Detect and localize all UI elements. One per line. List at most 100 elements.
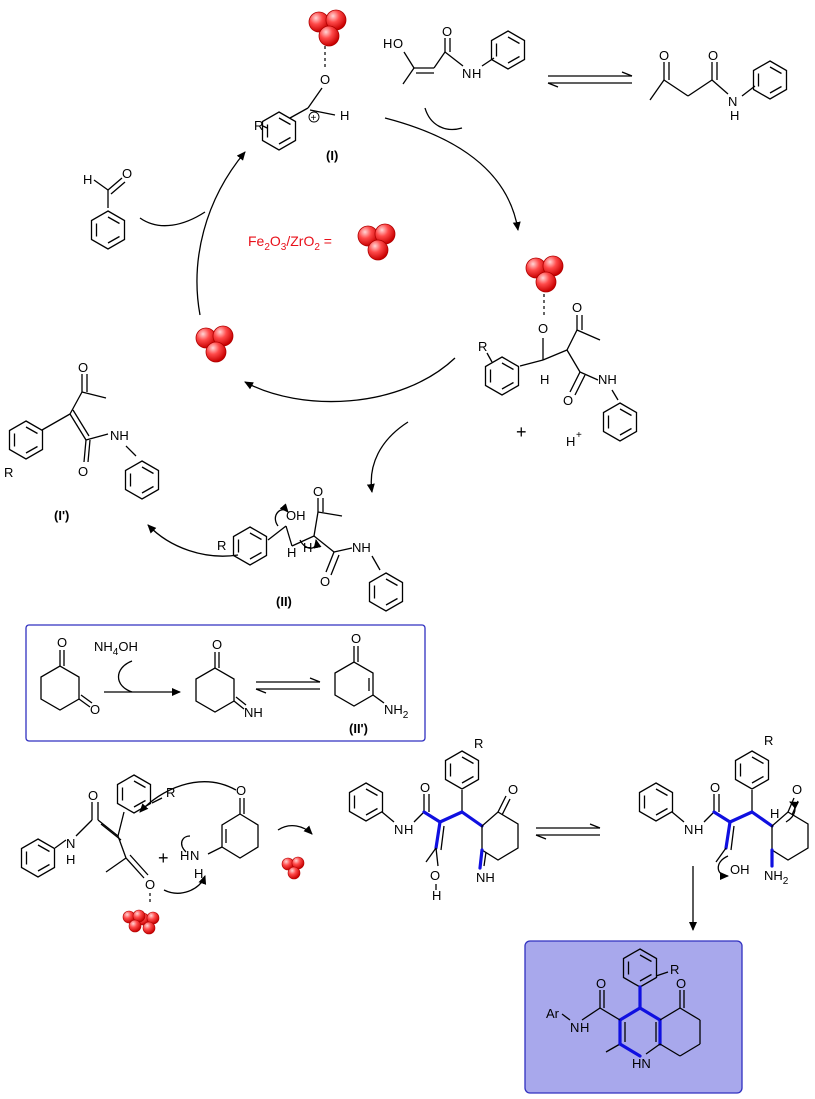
svg-text:O: O [442, 24, 452, 39]
label-I-prime: (I') [54, 508, 69, 523]
catalytic-cycle [139, 107, 521, 557]
svg-text:O: O [57, 635, 67, 650]
catalyst-cluster-icon [357, 223, 396, 261]
svg-text:O: O [393, 36, 403, 51]
svg-text:+: + [516, 422, 527, 442]
intermediate-I-prime: R O O NH (I') [4, 360, 160, 523]
catalyst-legend: Fe2O3/ZrO2 = [248, 223, 396, 261]
svg-text:R: R [254, 118, 263, 133]
svg-text:O: O [596, 976, 606, 991]
svg-text:O: O [508, 782, 518, 797]
svg-text:O: O [320, 574, 330, 589]
svg-text:O: O [572, 300, 582, 315]
svg-text:+: + [158, 848, 169, 868]
label-II-prime: (II') [349, 721, 368, 736]
catalyst-cluster-icon [308, 9, 347, 47]
benzaldehyde: H O [83, 166, 132, 250]
svg-text:H: H [540, 372, 549, 387]
intermediate-II: R OH H H O O NH (II) [217, 484, 404, 612]
svg-text:O: O [351, 631, 361, 646]
acetoacetanilide-keto: O O N H [649, 48, 788, 123]
final-product-box: R HN O O N H Ar [524, 940, 743, 1094]
svg-text:O: O [430, 868, 440, 883]
svg-text:R: R [670, 962, 679, 977]
svg-text:O: O [313, 484, 323, 499]
catalyst-cluster-icon [122, 909, 146, 933]
svg-text:N: N [394, 822, 403, 837]
enamine-tautomer: N H O OH R H O NH2 [638, 733, 809, 887]
svg-text:O: O [236, 783, 246, 798]
svg-text:O: O [792, 782, 802, 797]
svg-text:N: N [570, 1020, 579, 1035]
svg-text:N: N [684, 822, 693, 837]
svg-text:R: R [474, 736, 483, 751]
svg-text:HN: HN [632, 1056, 651, 1071]
svg-text:O: O [122, 166, 132, 181]
svg-text:NH2: NH2 [384, 702, 409, 721]
svg-text:R: R [217, 538, 226, 553]
catalyst-cluster-icon [525, 255, 564, 293]
svg-text:NH4OH: NH4OH [94, 639, 138, 658]
svg-text:H: H [383, 36, 392, 51]
svg-text:H: H [180, 848, 189, 863]
catalyst-cluster-icon [281, 856, 305, 880]
svg-text:O: O [710, 780, 720, 795]
svg-text:NH: NH [598, 372, 617, 387]
svg-text:O: O [78, 360, 88, 375]
svg-text:H: H [770, 806, 779, 821]
svg-text:O: O [212, 637, 222, 652]
atom-O: O [320, 72, 330, 87]
svg-text:H: H [83, 172, 92, 187]
svg-text:O: O [659, 48, 669, 63]
label-II: (II) [276, 594, 292, 609]
catalyst-bound-adduct: O H O O NH R [478, 255, 638, 442]
svg-text:O: O [676, 976, 686, 991]
svg-text:Fe2O3/ZrO2 =: Fe2O3/ZrO2 = [248, 233, 332, 253]
svg-text:+: + [576, 430, 582, 441]
svg-text:H: H [432, 888, 441, 903]
svg-text:Ar: Ar [546, 1006, 560, 1021]
svg-text:R: R [4, 465, 13, 480]
catalyst-cluster-icon [195, 325, 234, 363]
svg-text:H: H [287, 545, 296, 560]
svg-text:O: O [78, 464, 88, 479]
svg-text:H: H [694, 822, 703, 837]
svg-text:N: N [462, 66, 471, 81]
svg-text:NH: NH [476, 870, 495, 885]
enaminone-formation-inset: O O NH4OH O NH O NH2 (II') [25, 624, 426, 742]
svg-text:H: H [580, 1020, 589, 1035]
svg-text:N: N [190, 848, 199, 863]
svg-text:R: R [764, 733, 773, 748]
svg-text:R: R [478, 339, 487, 354]
intermediate-I: O H + R (I) [254, 9, 349, 163]
svg-text:O: O [88, 788, 98, 803]
svg-text:NH: NH [352, 540, 371, 555]
michael-addition-step: R O N H O + O H N H [20, 774, 313, 935]
svg-text:H: H [730, 108, 739, 123]
svg-text:NH: NH [110, 428, 129, 443]
svg-text:O: O [538, 321, 548, 336]
equilibrium-arrows-bottom [535, 823, 601, 840]
svg-text:NH2: NH2 [764, 868, 789, 887]
equilibrium-arrows-top [547, 71, 633, 88]
svg-text:O: O [708, 48, 718, 63]
svg-text:H: H [66, 852, 75, 867]
svg-text:N: N [728, 94, 737, 109]
svg-text:N: N [66, 836, 75, 851]
svg-text:O: O [145, 877, 155, 892]
svg-text:H: H [404, 822, 413, 837]
svg-text:NH: NH [244, 705, 263, 720]
svg-text:O: O [90, 702, 100, 717]
svg-text:R: R [166, 785, 175, 800]
svg-text:H: H [566, 434, 575, 449]
svg-text:O: O [563, 393, 573, 408]
svg-text:H: H [194, 866, 203, 881]
byproducts: + H + [516, 422, 582, 449]
svg-text:OH: OH [286, 508, 306, 523]
svg-text:H: H [472, 66, 481, 81]
svg-text:O: O [420, 780, 430, 795]
svg-text:OH: OH [730, 862, 750, 877]
acetoacetanilide-enol: H O O N H [383, 24, 526, 85]
label-I: (I) [326, 148, 338, 163]
